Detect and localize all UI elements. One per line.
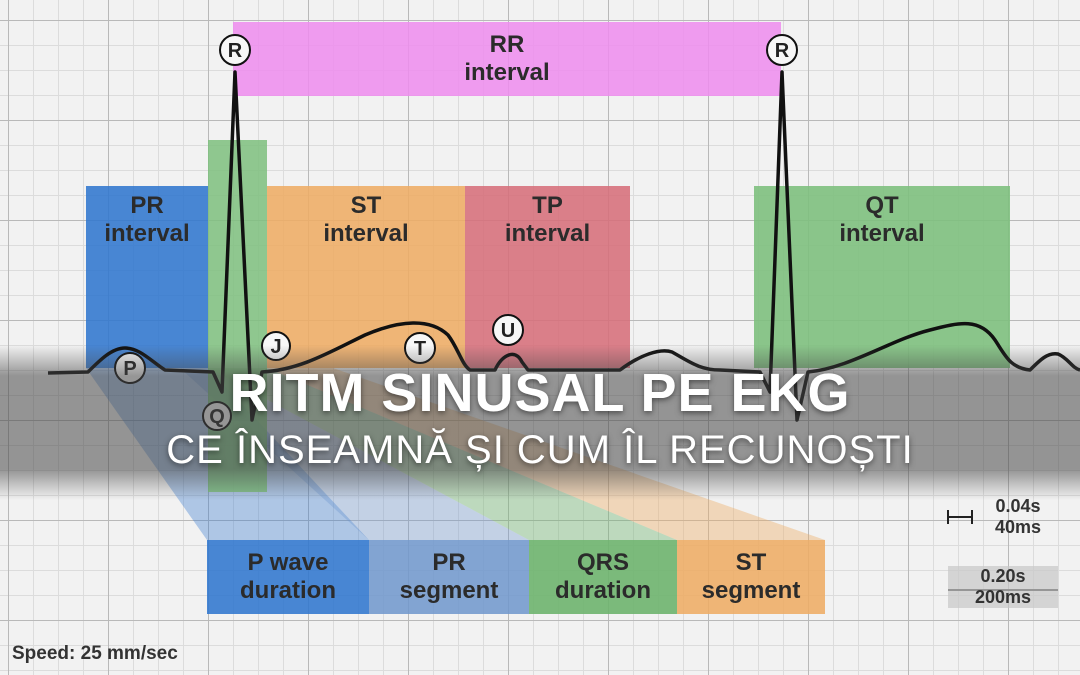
qt-label: QT: [865, 192, 899, 219]
speed-label: Speed: 25 mm/sec: [12, 643, 178, 664]
page-subtitle: CE ÎNSEAMNĂ ȘI CUM ÎL RECUNOȘTI: [166, 428, 914, 472]
pr-segment-box: PR segment: [369, 540, 529, 614]
r1-circle: [219, 34, 251, 66]
rr-interval-label: interval: [464, 59, 550, 86]
st-label: ST: [350, 192, 382, 219]
qt-interval-label: interval: [839, 220, 925, 247]
scale-small-seconds: 0.04s: [995, 496, 1041, 516]
u-label: U: [501, 320, 515, 342]
rr-interval-box: RR interval: [233, 22, 781, 96]
scale-small-ms: 40ms: [994, 517, 1042, 537]
scale-large-ms: 200ms: [974, 587, 1032, 607]
scale-large: 0.20s 200ms: [948, 566, 1058, 608]
rr-label: RR: [489, 31, 525, 58]
pr-interval-label: interval: [104, 220, 190, 247]
st-segment-box: ST segment: [677, 540, 825, 614]
r2-circle: [766, 34, 798, 66]
p-wave-duration-label: duration: [240, 577, 336, 604]
st-segment-sub-label: segment: [701, 577, 801, 604]
pr-interval-box: PR interval: [86, 186, 208, 368]
title-overlay: [0, 345, 1080, 500]
scale-large-seconds: 0.20s: [980, 566, 1026, 586]
st-interval-label: interval: [323, 220, 409, 247]
pr-segment-label: PR: [432, 549, 466, 576]
qrs-label: QRS: [576, 549, 629, 576]
scale-small: 0.04s 40ms: [948, 496, 1058, 538]
pr-label: PR: [130, 192, 164, 219]
tp-label: TP: [532, 192, 563, 219]
tp-interval-box: TP interval: [465, 186, 630, 368]
p-wave-duration-box: P wave duration: [207, 540, 369, 614]
p-wave-label: P wave: [247, 549, 329, 576]
tp-interval-label: interval: [504, 220, 591, 247]
qrs-duration-label: duration: [555, 577, 651, 604]
r2-label: R: [775, 40, 790, 62]
page-title: RITM SINUSAL PE EKG: [229, 363, 851, 423]
pr-segment-sub-label: segment: [399, 577, 499, 604]
qrs-duration-box: QRS duration: [529, 540, 677, 614]
r1-label: R: [228, 40, 243, 62]
qt-interval-box: QT interval: [754, 186, 1010, 368]
st-segment-label: ST: [735, 549, 767, 576]
